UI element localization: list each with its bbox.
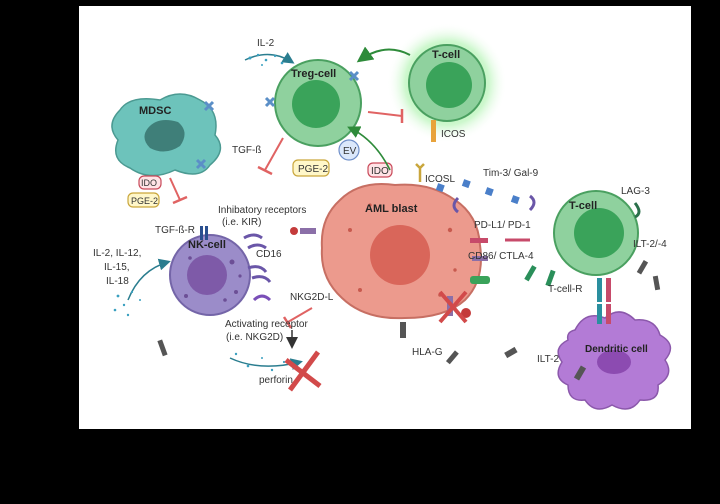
pge2-left-label: PGE-2 bbox=[131, 196, 158, 206]
icos-receptor bbox=[431, 120, 436, 142]
ilt24-label: ILT-2/-4 bbox=[633, 239, 667, 250]
treg-label: Treg-cell bbox=[291, 68, 336, 80]
lag3-label: LAG-3 bbox=[621, 186, 650, 197]
perforin-blocked-icon bbox=[284, 350, 322, 392]
cytokines-line2: IL-15, bbox=[104, 262, 130, 273]
cytokine-arrow bbox=[127, 258, 171, 301]
tcell-top: T-cell ICOS bbox=[367, 23, 507, 143]
hlag-label: HLA-G bbox=[412, 347, 443, 358]
ido-left-label: IDO bbox=[141, 178, 157, 188]
hlag-molecule bbox=[400, 322, 406, 338]
mdsc-label: MDSC bbox=[139, 105, 171, 117]
cytokines-line1: IL-2, IL-12, bbox=[93, 248, 141, 259]
dendritic-cell: Dendritic cell bbox=[557, 304, 672, 410]
blocked-receptor-icon bbox=[438, 290, 471, 324]
tcell-right: T-cell bbox=[524, 190, 641, 302]
tcell-top-label: T-cell bbox=[432, 49, 460, 61]
tcell-right-label: T-cell bbox=[569, 200, 597, 212]
activating-sub-label: (i.e. NKG2D) bbox=[226, 332, 283, 343]
ilt2-label: ILT-2 bbox=[537, 354, 559, 365]
cytokines-line3: IL-18 bbox=[106, 276, 129, 287]
tcellr-label: T-cell-R bbox=[548, 284, 582, 295]
treg-cell: Treg-cell bbox=[264, 59, 362, 147]
ido-top-label: IDO bbox=[371, 166, 389, 177]
dendritic-label: Dendritic cell bbox=[585, 344, 648, 355]
pge2-top-label: PGE-2 bbox=[298, 164, 328, 175]
cd16-label: CD16 bbox=[256, 249, 282, 260]
activating-label: Activating receptor bbox=[225, 319, 308, 330]
il2-label: IL-2 bbox=[257, 38, 275, 49]
cd86-molecule bbox=[470, 276, 490, 284]
inhibitory-sub-label: (i.e. KIR) bbox=[222, 217, 261, 228]
ido-top-badge bbox=[367, 162, 393, 178]
nk-label: NK-cell bbox=[188, 239, 226, 251]
pge2-left-badge bbox=[127, 192, 160, 208]
pdl1-label: PD-L1/ PD-1 bbox=[474, 220, 531, 231]
nkg2dl-label: NKG2D-L bbox=[290, 292, 334, 303]
aml-label: AML blast bbox=[365, 203, 418, 215]
cd86-label: CD86/ CTLA-4 bbox=[468, 251, 534, 262]
icosl-label: ICOSL bbox=[425, 174, 455, 185]
tgfbr-label: TGF-ß-R bbox=[155, 225, 195, 236]
inhibitory-label: Inhibatory receptors bbox=[218, 205, 306, 216]
ev-label: EV bbox=[343, 146, 357, 157]
tgfb-label: TGF-ß bbox=[232, 145, 261, 156]
il2-dots bbox=[248, 53, 284, 66]
icos-label: ICOS bbox=[441, 129, 466, 140]
grey-receptors bbox=[157, 259, 661, 381]
perforin-label: perforin bbox=[259, 375, 293, 386]
gal9-molecules bbox=[435, 179, 520, 205]
perforin-dots bbox=[234, 352, 286, 372]
nk-cell: NK-cell bbox=[169, 226, 272, 316]
mdsc-cell: MDSC bbox=[111, 93, 222, 177]
aml-blast-cell: AML blast bbox=[290, 163, 488, 320]
tcell-to-treg-arrow bbox=[356, 46, 411, 63]
aml-to-treg-arrow bbox=[347, 126, 391, 171]
ido-left-badge bbox=[138, 175, 162, 190]
cytokine-dots bbox=[113, 290, 141, 317]
pge2-top-badge bbox=[292, 159, 330, 177]
ev-vesicle bbox=[338, 139, 360, 161]
tim3-label: Tim-3/ Gal-9 bbox=[483, 168, 539, 179]
